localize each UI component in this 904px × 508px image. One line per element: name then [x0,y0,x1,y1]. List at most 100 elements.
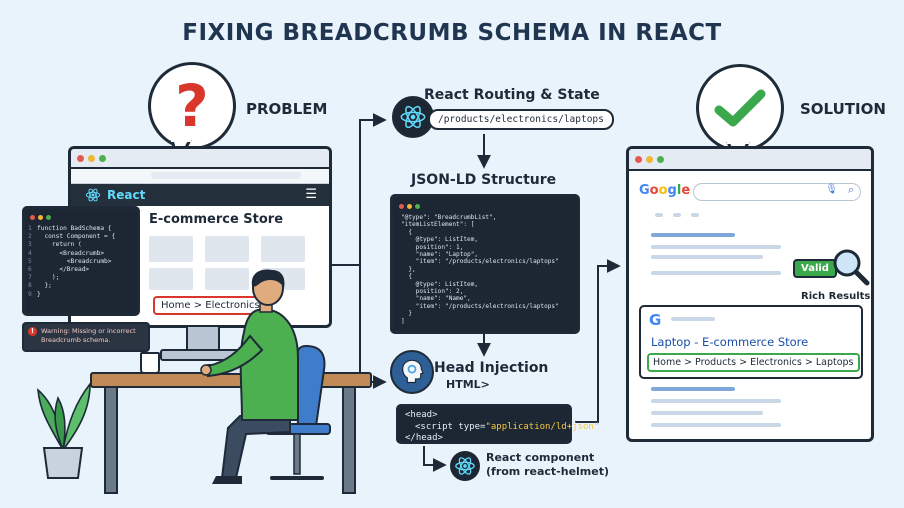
google-logo: Google [639,183,690,198]
product-tile[interactable] [205,236,249,262]
jsonld-line: @type": ListItem, [401,280,479,288]
close-dot-icon[interactable] [30,214,35,220]
maximize-dot-icon[interactable] [99,154,106,162]
page-title: FIXING BREADCRUMB SCHEMA IN REACT [182,20,722,46]
jsonld-line: }, [401,265,416,273]
warning-text: Warning: Missing or incorrect Breadcrumb… [41,327,136,344]
check-mark-icon [714,89,766,127]
product-tile[interactable] [149,236,193,262]
head-injection-subtitle: HTML> [446,378,490,391]
code-line: <Breadcrumb> [37,249,105,257]
google-results-page: Google 🎙 ⌕ Valid Rich Results Test G Lap… [629,171,871,435]
desk-leg [342,386,356,494]
line-number: 4 [28,249,32,257]
code-line: <Breadcrumb> [37,257,112,265]
result-title[interactable]: Laptop - E-commerce Store [651,335,809,349]
result-breadcrumb[interactable]: Home > Products > Electronics > Laptops [647,353,860,372]
maximize-dot-icon[interactable] [46,214,51,220]
jsonld-code-text: "@type": "BreadcrumbList","itemListEleme… [393,211,577,328]
jsonld-line: ] [401,317,405,325]
rich-result-card[interactable]: G Laptop - E-commerce Store Home > Produ… [639,305,863,379]
coffee-mug [140,352,160,374]
code-line: return ( [37,241,82,249]
hamburger-menu-icon[interactable]: ☰ [305,187,317,202]
jsonld-line: @type": ListItem, [401,236,479,244]
code-line: </Bread> [37,266,90,274]
jsonld-line: "item": "/products/electronics/laptops" [401,258,559,266]
react-logo-icon [455,457,475,475]
routing-path[interactable]: /products/electronics/laptops [428,109,614,130]
close-dot-icon[interactable] [77,154,84,162]
jsonld-line: "name": "Laptop", [401,251,479,259]
desk-leg [104,386,118,494]
head-code-panel: <head> <script type="application/ld+json… [396,404,605,444]
head-injection-icon [390,350,434,394]
close-dot-icon[interactable] [635,155,642,163]
bad-code-text: function BadSchema { const Component = {… [37,225,115,299]
code-line: }; [37,282,52,290]
address-bar[interactable] [71,169,329,184]
problem-label: PROBLEM [246,100,328,118]
jsonld-line: } [401,310,413,318]
product-tile[interactable] [149,268,193,290]
product-tile[interactable] [205,268,249,290]
jsonld-line: "name": "Name", [401,295,471,303]
line-number: 9 [28,290,32,298]
product-tile[interactable] [261,236,305,262]
jsonld-title: JSON-LD Structure [411,172,557,188]
close-dot-icon[interactable] [399,203,404,209]
google-logo-letter: l [676,183,682,198]
code-line: function BadSchema { [37,225,112,232]
line-number: 7 [28,274,32,282]
head-open-tag: <head> [405,410,438,420]
problem-bubble: ? [148,62,236,150]
jsonld-code-panel: "@type": "BreadcrumbList","itemListEleme… [390,194,580,334]
script-suffix: > [599,421,605,432]
react-component-line1: React component [486,451,595,464]
maximize-dot-icon[interactable] [415,203,420,209]
jsonld-line: position": 1, [401,243,464,251]
code-line: ); [37,274,60,282]
react-component-icon [450,451,480,481]
line-number: 1 [28,225,32,232]
minimize-dot-icon[interactable] [38,214,43,220]
broken-breadcrumb[interactable]: Home > Electronics [153,296,268,315]
search-icon[interactable]: ⌕ [847,183,854,196]
google-logo-letter: g [667,183,677,198]
jsonld-line: "itemListElement": [ [401,221,475,229]
code-line: } [37,290,41,298]
solution-bubble [696,64,784,152]
minimize-dot-icon[interactable] [88,154,95,162]
google-logo-letter: o [658,183,668,198]
solution-browser-window: Google 🎙 ⌕ Valid Rich Results Test G Lap… [626,146,874,442]
minimize-dot-icon[interactable] [646,155,653,163]
jsonld-line: position": 2, [401,288,464,296]
question-mark-icon: ? [175,72,209,140]
google-logo-text: Google [639,183,690,198]
magnifier-icon [833,249,870,286]
react-component-line2: (from react-helmet) [486,465,610,478]
google-search-box[interactable]: 🎙 ⌕ [693,183,861,201]
minimize-dot-icon[interactable] [407,203,412,209]
potted-plant [37,381,91,479]
react-nav-bar: React ☰ [71,184,329,206]
head-injection-title: Head Injection [434,360,549,376]
browser-toolbar [629,149,871,171]
google-g-icon: G [649,311,662,329]
react-logo-icon [85,188,101,202]
google-logo-letter: G [639,183,650,198]
rich-results-label: Rich Results Test [801,291,871,302]
line-number: 8 [28,282,32,290]
script-tag-line: <script type="application/ld+json"> [405,422,605,434]
microphone-icon[interactable]: 🎙 [825,184,838,195]
react-component-label: React component (from react-helmet) [486,451,609,479]
maximize-dot-icon[interactable] [657,155,664,163]
jsonld-line: "@type": "BreadcrumbList", [401,214,497,221]
warning-banner: ! Warning: Missing or incorrect Breadcru… [22,322,150,352]
head-close-tag: </head> [405,433,443,443]
line-number: 5 [28,257,32,265]
line-number: 2 [28,233,32,241]
jsonld-line: { [401,273,413,281]
